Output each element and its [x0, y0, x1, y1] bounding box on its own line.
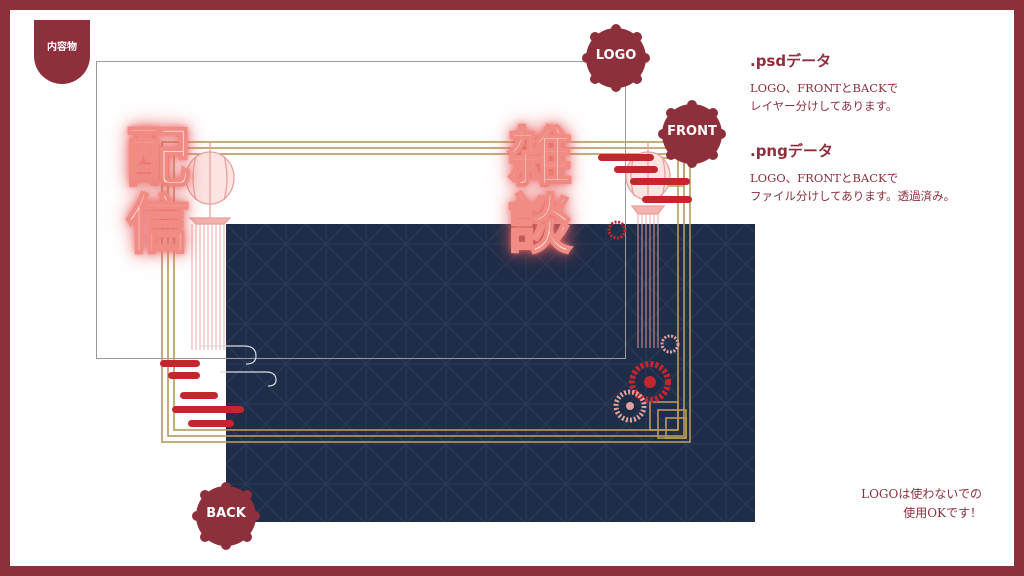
wave-lines	[200, 345, 277, 387]
logo-text-haishin: 配 信	[125, 121, 191, 263]
usage-note-line: 使用OKです！	[903, 506, 982, 520]
png-info-line: LOGO、FRONTとBACKで	[750, 171, 899, 185]
scalloped-badge-shape	[192, 482, 260, 550]
front-badge-label: FRONT	[667, 124, 717, 139]
front-badge: FRONT	[658, 100, 726, 168]
upper-right-clouds	[598, 154, 692, 203]
front-layer-frame	[160, 141, 692, 443]
flowers	[607, 220, 680, 423]
right-lantern	[625, 142, 671, 215]
logo-char: 配	[125, 121, 191, 196]
logo-text-zatsudan: 雑 談	[507, 121, 573, 263]
psd-info-line: LOGO、FRONTとBACKで	[750, 81, 899, 95]
contents-tab: 内容物	[34, 20, 90, 84]
back-badge: BACK	[192, 482, 260, 550]
png-info-line: ファイル分けしてあります。透過済み。	[750, 189, 956, 203]
logo-char: 雑	[507, 121, 573, 196]
scalloped-badge-shape	[658, 100, 726, 168]
asanoha-pattern	[226, 224, 755, 522]
content-panel: 内容物	[10, 10, 1014, 566]
contents-tab-label: 内容物	[47, 42, 77, 53]
png-info-title: .pngデータ	[750, 142, 833, 160]
psd-info-title: .psdデータ	[750, 52, 832, 70]
usage-note-line: LOGOは使わないでの	[861, 487, 982, 501]
scalloped-badge-shape	[582, 24, 650, 92]
psd-info: .psdデータ LOGO、FRONTとBACKで レイヤー分けしてあります。	[750, 50, 898, 115]
logo-badge: LOGO	[582, 24, 650, 92]
psd-info-line: レイヤー分けしてあります。	[750, 99, 898, 113]
back-layer-panel	[226, 224, 755, 522]
back-badge-label: BACK	[206, 506, 246, 521]
logo-layer-outline	[96, 61, 626, 359]
lower-left-clouds	[160, 360, 244, 427]
logo-badge-label: LOGO	[595, 48, 637, 63]
logo-char: 談	[507, 187, 573, 263]
logo-char: 信	[125, 187, 191, 263]
png-info: .pngデータ LOGO、FRONTとBACKで ファイル分けしてあります。透過…	[750, 140, 955, 205]
usage-note: LOGOは使わないでの 使用OKです！	[861, 485, 982, 523]
